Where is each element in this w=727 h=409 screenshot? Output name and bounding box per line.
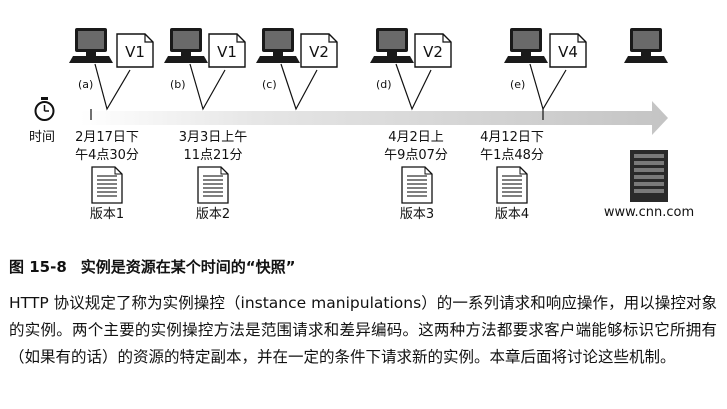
event-date-line-1: 3月3日上午 [179, 130, 248, 145]
event-d: V2 (d) 4月2日上 午9点07分 版本3 [370, 28, 452, 222]
event-date-line-1: 4月2日上 [388, 130, 444, 145]
event-tag: (e) [510, 78, 525, 91]
computer-icon [256, 28, 300, 63]
event-tag: (a) [78, 78, 93, 91]
version-label: V1 [125, 43, 145, 61]
doc-version-label: 版本3 [400, 207, 434, 222]
document-icon [401, 166, 433, 204]
computer-icon [69, 28, 113, 63]
time-axis-label: 时间 [29, 130, 55, 145]
event-date-line-2: 11点21分 [183, 148, 242, 163]
server-label: www.cnn.com [604, 205, 694, 220]
stopwatch-icon [34, 97, 55, 121]
event-date-line-1: 2月17日下 [75, 130, 139, 145]
version-label: V2 [309, 43, 329, 61]
figure-caption: 图 15-8 实例是资源在某个时间的“快照” [9, 256, 295, 277]
document-icon [91, 166, 123, 204]
computer-icon [370, 28, 414, 63]
snapshot-diagram: 时间 V1 (a) 2月17日下 午4点30分 版本1 V1 (b) 3月3日上… [29, 28, 694, 222]
event-date-line-2: 午1点48分 [480, 148, 544, 163]
doc-version-label: 版本4 [495, 207, 529, 222]
doc-version-label: 版本2 [196, 207, 230, 222]
event-a: V1 (a) 2月17日下 午4点30分 版本1 [69, 28, 154, 222]
figure-title: 实例是资源在某个时间的“快照” [80, 258, 296, 276]
timeline-arrow [80, 101, 668, 135]
event-date-line-2: 午9点07分 [384, 148, 448, 163]
computer-icon [504, 28, 548, 63]
document-icon [496, 166, 528, 204]
computer-icon [164, 28, 208, 63]
event-tag: (c) [262, 78, 277, 91]
version-label: V2 [423, 43, 443, 61]
server-icon [630, 150, 668, 202]
event-e: V4 (e) 4月12日下 午1点48分 版本4 [480, 28, 587, 222]
event-tag: (d) [376, 78, 392, 91]
event-date-line-2: 午4点30分 [75, 148, 139, 163]
doc-version-label: 版本1 [90, 207, 124, 222]
event-b: V1 (b) 3月3日上午 11点21分 版本2 [164, 28, 247, 222]
event-date-line-1: 4月12日下 [480, 130, 544, 145]
body-text: HTTP 协议规定了称为实例操控（instance manipulations）… [9, 294, 717, 366]
event-tag: (b) [170, 78, 186, 91]
version-label: V4 [558, 43, 578, 61]
version-label: V1 [217, 43, 237, 61]
computer-icon [624, 28, 668, 63]
body-paragraph: HTTP 协议规定了称为实例操控（instance manipulations）… [9, 290, 717, 371]
figure-number: 图 15-8 [9, 258, 67, 276]
event-c: V2 (c) [256, 28, 338, 111]
document-icon [197, 166, 229, 204]
